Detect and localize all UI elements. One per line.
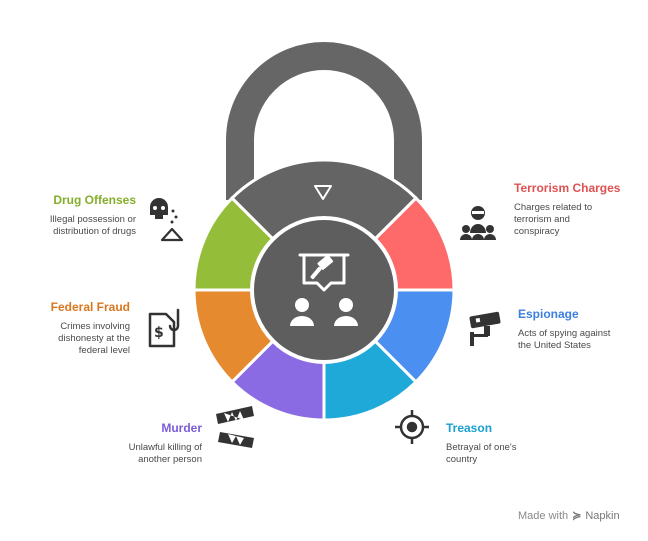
desc-line: Crimes involving — [60, 321, 130, 332]
desc-line: terrorism and — [514, 214, 570, 225]
label-title: Drug Offenses — [53, 193, 136, 207]
label-terrorism: Terrorism Charges Charges related to ter… — [514, 181, 634, 238]
desc-line: distribution of drugs — [53, 226, 136, 237]
label-title: Treason — [446, 421, 493, 435]
label-description: Betrayal of one's country — [446, 442, 556, 466]
crime-scene-tape-icon — [216, 406, 254, 448]
label-title: Murder — [161, 421, 202, 435]
desc-line: dishonesty at the — [58, 333, 130, 344]
skull-powder-icon — [150, 198, 184, 242]
label-title: Espionage — [518, 307, 579, 321]
label-description: Crimes involving dishonesty at the feder… — [20, 321, 130, 357]
desc-line: Unlawful killing of — [128, 442, 202, 453]
keyhole-triangle-icon — [314, 185, 332, 200]
watermark: Made with ≽ Napkin — [518, 509, 620, 523]
two-people-icon — [290, 298, 358, 326]
desc-line: country — [446, 454, 478, 465]
desc-line: conspiracy — [514, 226, 560, 237]
label-title: Federal Fraud — [50, 300, 130, 314]
watermark-brand: Napkin — [585, 509, 620, 522]
watermark-prefix: Made with — [518, 509, 569, 522]
desc-line: the United States — [518, 340, 591, 351]
label-description: Acts of spying against the United States — [518, 328, 638, 352]
court-gavel-icon — [298, 253, 350, 292]
label-description: Illegal possession or distribution of dr… — [16, 214, 136, 238]
label-espionage: Espionage Acts of spying against the Uni… — [518, 307, 638, 352]
desc-line: another person — [138, 454, 202, 465]
desc-line: federal level — [78, 345, 130, 356]
napkin-logo-icon: ≽ — [572, 510, 582, 522]
label-description: Unlawful killing of another person — [92, 442, 202, 466]
security-camera-icon — [469, 311, 501, 346]
label-drugs: Drug Offenses Illegal possession or dist… — [16, 193, 136, 238]
label-treason: Treason Betrayal of one's country — [446, 421, 556, 466]
label-title: Terrorism Charges — [514, 181, 621, 195]
crosshair-target-icon — [395, 410, 429, 444]
desc-line: Illegal possession or — [49, 214, 136, 225]
fraud-document-icon: $ — [148, 308, 180, 348]
desc-line: Acts of spying against — [518, 328, 611, 339]
label-fraud: Federal Fraud Crimes involving dishonest… — [20, 300, 130, 357]
lock-shackle — [226, 42, 422, 200]
svg-text:$: $ — [154, 325, 164, 341]
gavel-icon — [310, 254, 334, 280]
label-description: Charges related to terrorism and conspir… — [514, 202, 634, 238]
desc-line: Charges related to — [514, 202, 593, 213]
label-murder: Murder Unlawful killing of another perso… — [92, 421, 202, 466]
group-hooded-figure-icon — [460, 206, 496, 240]
desc-line: Betrayal of one's — [446, 442, 517, 453]
